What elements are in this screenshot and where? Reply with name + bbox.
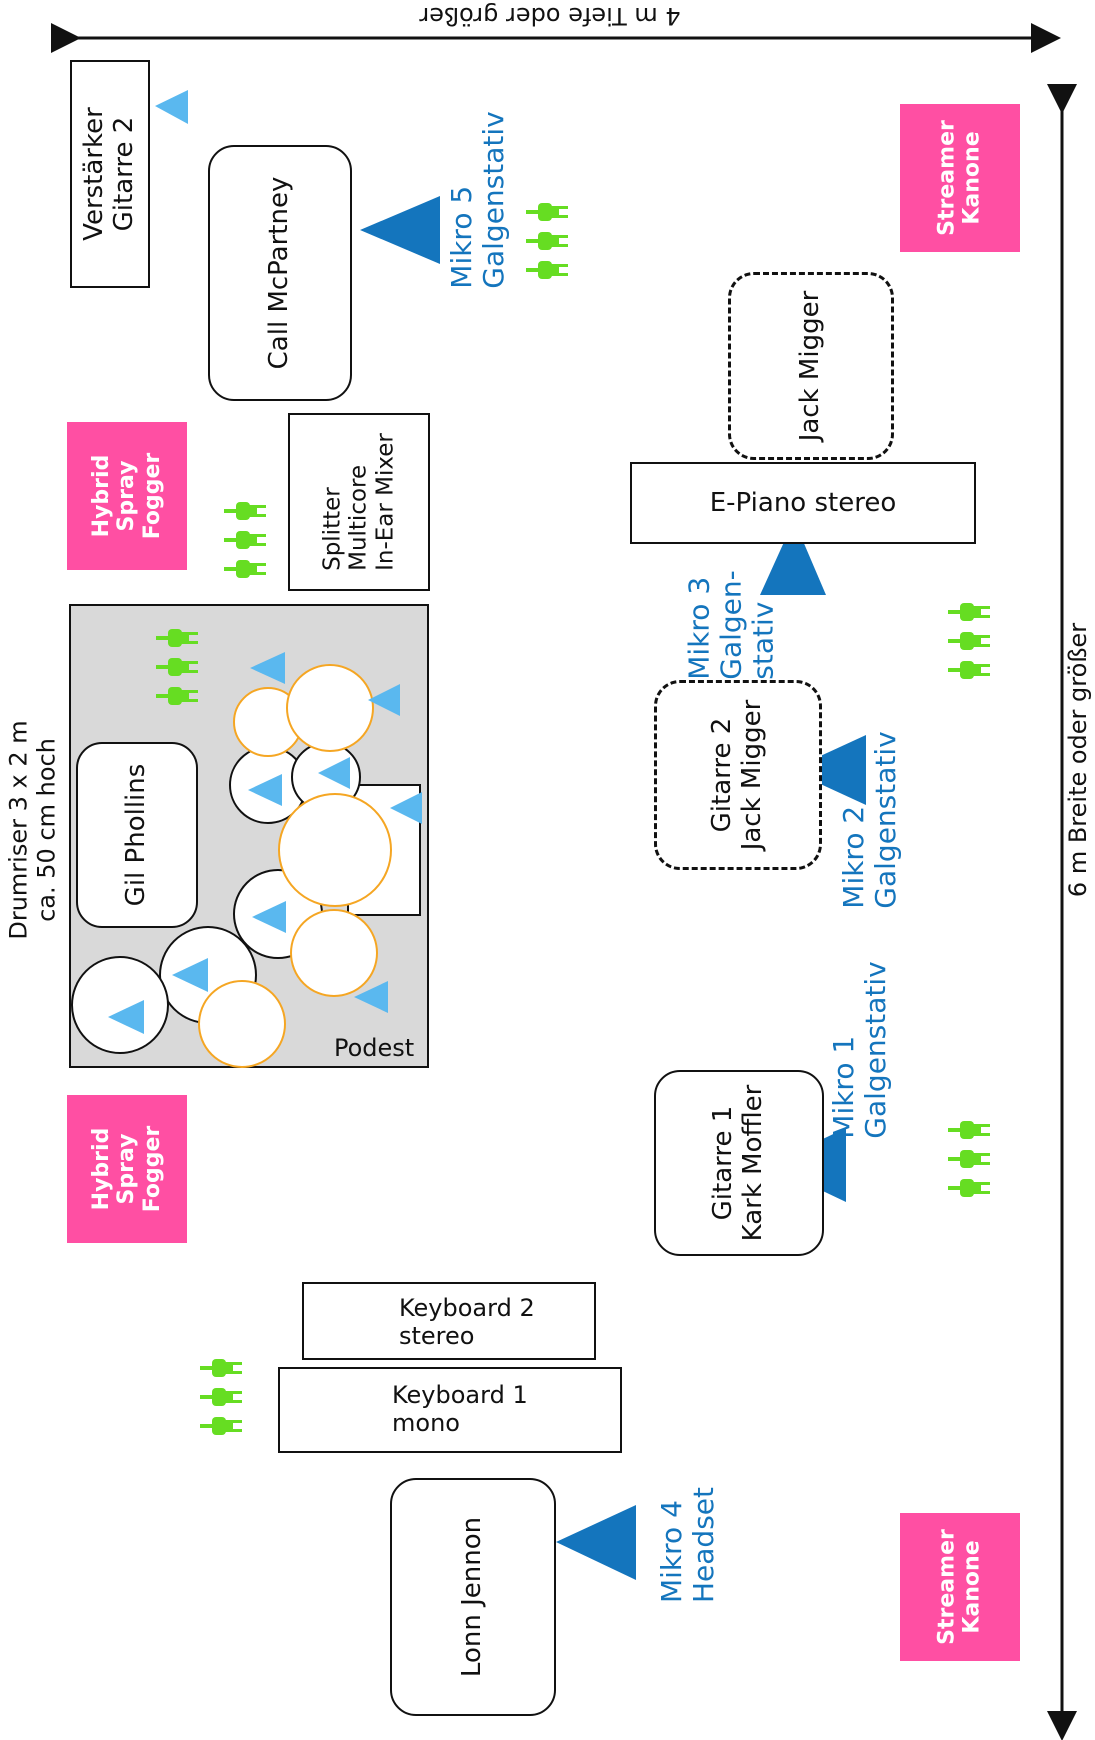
epiano-box: E-Piano stereo: [630, 462, 976, 544]
power-plug-icon: [948, 1150, 990, 1168]
drum-mic-icon: [390, 792, 422, 824]
drum-mics: [108, 90, 422, 1034]
drum-mic-icon: [155, 90, 188, 124]
power-plug-icon: [948, 661, 990, 679]
cymbal-3: [278, 793, 392, 907]
drumriser-title-wrap: Drumriser 3 x 2 m ca. 50 cm hoch: [0, 690, 66, 970]
keyboard-1-box: Keyboard 1 mono: [278, 1367, 622, 1453]
mic-5-icon: [360, 196, 440, 264]
power-plug-icon: [224, 560, 266, 578]
drum-mic-icon: [318, 757, 350, 789]
power-plug-icon: [200, 1388, 242, 1406]
mikro-1-label-wrap: Mikro 1 Galgenstativ: [820, 950, 900, 1150]
amp-guitar-2-label: Verstärker Gitarre 2: [79, 107, 139, 241]
power-plug-icon: [948, 1121, 990, 1139]
splitter-box: Splitter Multicore In-Ear Mixer: [288, 413, 430, 591]
mic-3-icon: [760, 520, 826, 595]
power-plug-icon: [948, 632, 990, 650]
streamer-cannon-label: Streamer Kanone: [934, 1529, 985, 1645]
drum-bass: [71, 956, 169, 1054]
mikro-2-label: Mikro 2 Galgenstativ: [836, 731, 902, 909]
podest-label: Podest: [334, 1034, 415, 1062]
splitter-label: Splitter Multicore In-Ear Mixer: [319, 433, 399, 571]
drum-mic-icon: [250, 652, 285, 684]
drum-mic-icon: [252, 901, 286, 933]
width-label: 6 m Breite oder größer: [1064, 622, 1093, 898]
power-plug-icon: [526, 261, 568, 279]
musician-keys-slot: Jack Migger: [728, 272, 894, 460]
power-plug-icon: [948, 603, 990, 621]
streamer-cannon-label: Streamer Kanone: [934, 120, 985, 236]
depth-label: 4 m Tiefe oder größer: [419, 2, 681, 30]
mikro-2-label-wrap: Mikro 2 Galgenstativ: [830, 720, 910, 920]
musician-vocals: Lonn Jennon: [390, 1478, 556, 1716]
drumriser-title: Drumriser 3 x 2 m ca. 50 cm hoch: [4, 720, 60, 940]
power-plug-icon: [200, 1417, 242, 1435]
drum-mic-icon: [172, 958, 208, 992]
musician-bass: Call McPartney: [208, 145, 352, 401]
width-label-wrap: 6 m Breite oder größer: [1064, 560, 1094, 960]
power-plug-icon: [526, 203, 568, 221]
drum-mic-icon: [368, 684, 400, 716]
streamer-cannon-top: Streamer Kanone: [900, 104, 1020, 252]
mikro-3-label: Mikro 3 Galgen- stativ: [682, 570, 781, 680]
musician-keys-label: Jack Migger: [795, 290, 826, 442]
amp-guitar-2: Verstärker Gitarre 2: [70, 60, 150, 288]
cymbal-5: [198, 980, 286, 1068]
musician-drummer-label: Gil Phollins: [121, 763, 152, 907]
mic-2-icon: [790, 735, 866, 805]
streamer-cannon-bottom: Streamer Kanone: [900, 1513, 1020, 1661]
power-plug-icon: [224, 531, 266, 549]
musician-guitar-2: Gitarre 2 Jack Migger: [654, 680, 822, 870]
power-plug-icon: [948, 1179, 990, 1197]
musician-guitar-1: Gitarre 1 Kark Moffler: [654, 1070, 824, 1256]
power-plug-icon: [526, 232, 568, 250]
cymbal-4: [290, 909, 378, 997]
keyboard-1-label: Keyboard 1 mono: [392, 1381, 528, 1437]
musician-drummer: Gil Phollins: [76, 742, 198, 928]
cymbal-2: [286, 664, 374, 752]
epiano-label: E-Piano stereo: [709, 488, 897, 518]
fogger-bottom: Hybrid Spray Fogger: [67, 1095, 187, 1243]
musician-vocals-label: Lonn Jennon: [457, 1516, 488, 1678]
keyboard-2-label: Keyboard 2 stereo: [399, 1294, 535, 1350]
fogger-label: Hybrid Spray Fogger: [89, 452, 165, 540]
fogger-top: Hybrid Spray Fogger: [67, 422, 187, 570]
drum-mic-icon: [248, 774, 282, 806]
mikro-1-label: Mikro 1 Galgenstativ: [826, 961, 892, 1139]
musician-guitar-2-label: Gitarre 2 Jack Migger: [707, 699, 767, 851]
mikro-5-label-wrap: Mikro 5 Galgenstativ: [438, 100, 518, 300]
drum-mic-icon: [354, 981, 388, 1013]
mikro-3-label-wrap: Mikro 3 Galgen- stativ: [672, 560, 792, 690]
mikro-4-label: Mikro 4 Headset: [654, 1486, 720, 1604]
fogger-label: Hybrid Spray Fogger: [89, 1125, 165, 1213]
mic-4-icon: [556, 1505, 636, 1580]
musician-bass-label: Call McPartney: [264, 176, 295, 370]
cymbals: [198, 664, 392, 1068]
power-plug-icon: [200, 1359, 242, 1377]
power-plug-icon: [224, 502, 266, 520]
mikro-5-label: Mikro 5 Galgenstativ: [444, 111, 510, 289]
keyboard-2-box: Keyboard 2 stereo: [302, 1282, 596, 1360]
musician-guitar-1-label: Gitarre 1 Kark Moffler: [708, 1084, 768, 1242]
mikro-4-label-wrap: Mikro 4 Headset: [648, 1470, 728, 1620]
drum-mic-icon: [108, 1000, 144, 1034]
